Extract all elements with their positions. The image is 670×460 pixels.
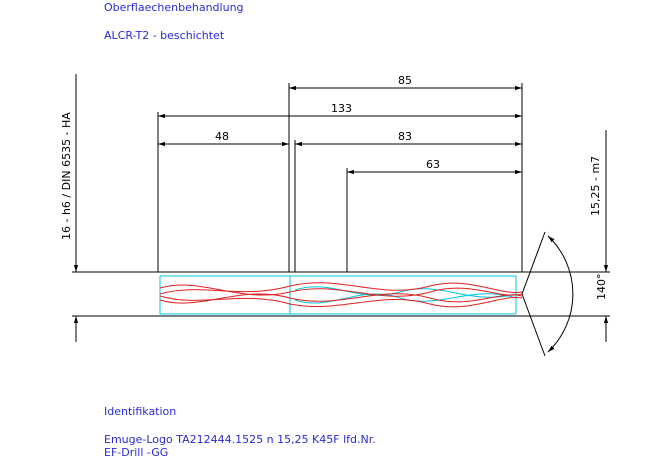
dim-shank-diameter: 16 - h6 / DIN 6535 - HA (60, 112, 73, 240)
dim-133: 133 (331, 102, 352, 115)
point-angle-marking (521, 231, 574, 357)
dim-63: 63 (426, 158, 440, 171)
header-coating: ALCR-T2 - beschichtet (104, 29, 225, 42)
footer-identification-line1: Emuge-Logo TA212444.1525 n 15,25 K45F lf… (104, 433, 376, 446)
dimension-lines (73, 74, 609, 342)
dim-85: 85 (398, 74, 412, 87)
extension-lines (72, 83, 610, 317)
drill-body (159, 275, 517, 315)
drill-flutes (159, 282, 523, 308)
footer-identification-title: Identifikation (104, 405, 176, 418)
dim-83: 83 (398, 130, 412, 143)
dim-48: 48 (215, 130, 229, 143)
footer-identification-line2: EF-Drill -GG (104, 446, 168, 459)
dim-point-angle: 140° (595, 274, 608, 301)
dim-cutting-diameter: 15,25 - m7 (589, 156, 602, 216)
header-surface-treatment: Oberflaechenbehandlung (104, 1, 244, 14)
